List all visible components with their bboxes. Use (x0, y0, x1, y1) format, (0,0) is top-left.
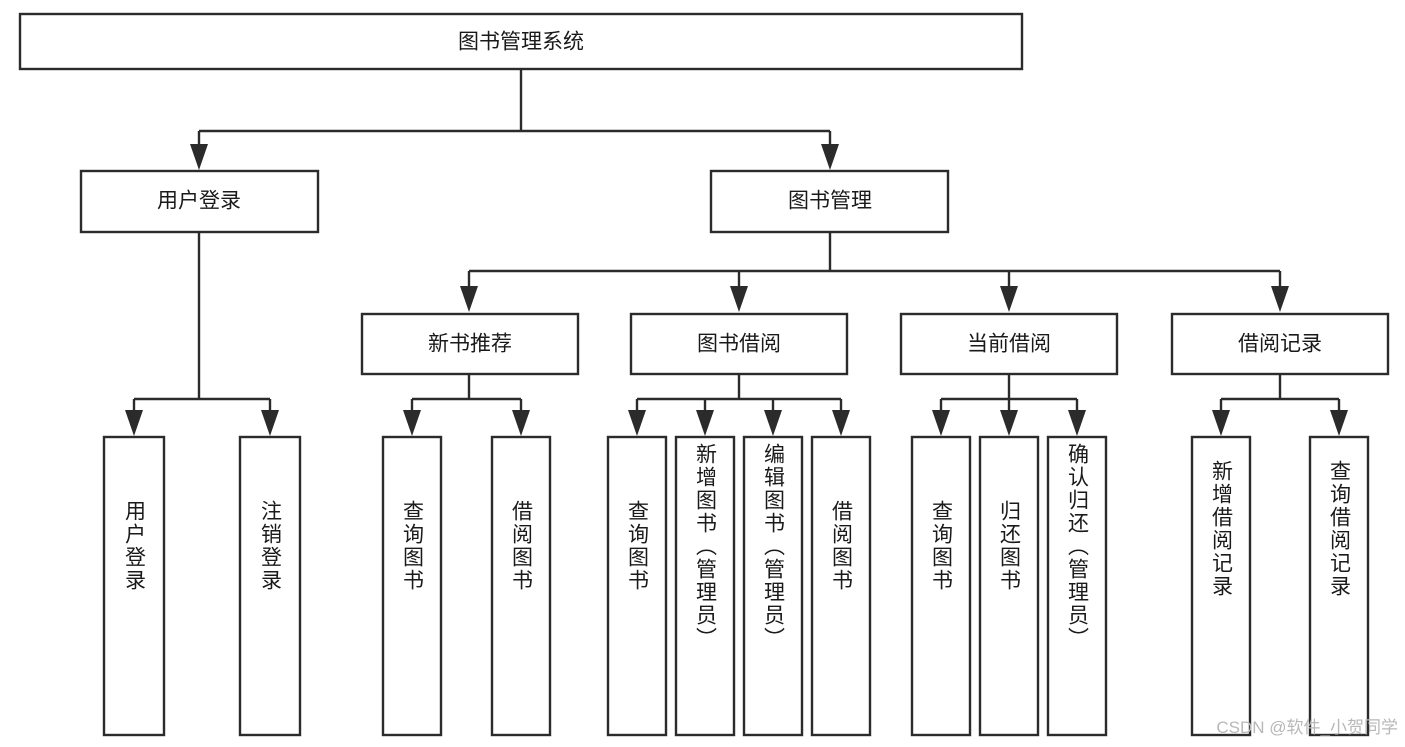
arrowhead-leaf-return-book (1000, 410, 1018, 436)
node-book-borrow-box[interactable] (629, 312, 849, 376)
leaf-query-book-1[interactable]: 查询图书 (381, 435, 443, 737)
arrowhead-leaf-query-borrow-record (1330, 410, 1348, 436)
leaf-add-book-admin[interactable]: 新增图书（管理员） (674, 435, 736, 737)
arrowhead-leaf-logout-login (261, 410, 279, 436)
connector-bookmgmt-trunk (467, 232, 1282, 288)
leaf-borrow-book-2-box[interactable] (810, 435, 872, 737)
node-borrow-record-label: 借阅记录 (1238, 333, 1322, 356)
node-book-borrow-label: 图书借阅 (697, 333, 781, 356)
leaf-confirm-return-admin[interactable]: 确认归还（管理员） (1046, 435, 1108, 737)
arrowhead-leaf-query-book-3 (932, 410, 950, 436)
connector-root-trunk (197, 69, 832, 150)
leaf-return-book[interactable]: 归还图书 (978, 435, 1040, 737)
leaf-query-book-1-label: 查询图书 (401, 500, 425, 592)
leaf-user-login-label: 用户登录 (123, 500, 147, 592)
leaf-user-login[interactable]: 用户登录 (102, 435, 166, 737)
leaf-add-borrow-record[interactable]: 新增借阅记录 (1190, 435, 1252, 737)
connector-newbook-trunk (410, 374, 523, 414)
arrowhead-to-current-borrow (1000, 286, 1018, 312)
arrowhead-to-book-management (821, 144, 839, 170)
arrowhead-leaf-edit-book-admin (764, 410, 782, 436)
leaf-return-book-label: 归还图书 (998, 500, 1022, 592)
arrowhead-to-new-book-recommend (460, 286, 478, 312)
arrowhead-to-book-borrow (730, 286, 748, 312)
leaf-borrow-book-1-label: 借阅图书 (510, 500, 534, 592)
arrowhead-leaf-add-borrow-record (1212, 410, 1230, 436)
arrowhead-leaf-query-book-2 (628, 410, 646, 436)
node-user-login-box[interactable] (79, 169, 320, 234)
arrowhead-leaf-query-book-1 (403, 410, 421, 436)
root-node-box[interactable] (18, 12, 1024, 71)
connector-currentborrow-trunk (939, 374, 1079, 414)
node-user-login[interactable]: 用户登录 (79, 169, 320, 234)
arrowhead-leaf-confirm-return-admin (1068, 410, 1086, 436)
node-user-login-label: 用户登录 (157, 190, 241, 213)
leaf-query-book-3-box[interactable] (910, 435, 972, 737)
leaf-borrow-book-1[interactable]: 借阅图书 (490, 435, 552, 737)
root-node-label: 图书管理系统 (458, 31, 584, 54)
node-current-borrow[interactable]: 当前借阅 (899, 312, 1119, 376)
leaf-edit-book-admin[interactable]: 编辑图书（管理员） (742, 435, 804, 737)
leaf-edit-book-admin-box[interactable] (742, 435, 804, 737)
watermark-label: CSDN @软件_小贺同学 (1216, 718, 1398, 737)
leaf-query-book-2-box[interactable] (606, 435, 668, 737)
node-borrow-record-box[interactable] (1170, 312, 1390, 376)
node-new-book-recommend-box[interactable] (360, 312, 580, 376)
node-current-borrow-box[interactable] (899, 312, 1119, 376)
arrowhead-leaf-add-book-admin (696, 410, 714, 436)
leaf-query-book-2[interactable]: 查询图书 (606, 435, 668, 737)
leaf-query-borrow-record-box[interactable] (1308, 435, 1370, 737)
node-book-borrow[interactable]: 图书借阅 (629, 312, 849, 376)
node-book-management-label: 图书管理 (788, 190, 872, 213)
leaf-edit-book-admin-label: 编辑图书（管理员） (762, 443, 786, 650)
leaf-logout-login-label: 注销登录 (259, 500, 283, 592)
arrowhead-leaf-borrow-book-2 (832, 410, 850, 436)
connector-borrowrecord-trunk (1219, 374, 1341, 414)
leaf-add-book-admin-box[interactable] (674, 435, 736, 737)
node-current-borrow-label: 当前借阅 (967, 333, 1051, 356)
arrowhead-to-user-login (190, 144, 208, 170)
leaf-return-book-box[interactable] (978, 435, 1040, 737)
leaf-borrow-book-1-box[interactable] (490, 435, 552, 737)
leaf-add-borrow-record-label: 新增借阅记录 (1210, 460, 1234, 598)
leaf-confirm-return-admin-label: 确认归还（管理员） (1066, 443, 1090, 650)
leaf-add-book-admin-label: 新增图书（管理员） (694, 443, 718, 650)
leaf-query-borrow-record[interactable]: 查询借阅记录 (1308, 435, 1370, 737)
leaf-query-book-1-box[interactable] (381, 435, 443, 737)
node-new-book-recommend[interactable]: 新书推荐 (360, 312, 580, 376)
leaf-query-book-3-label: 查询图书 (930, 500, 954, 592)
connector-bookborrow-trunk (635, 374, 843, 414)
leaf-user-login-box[interactable] (102, 435, 166, 737)
arrowhead-to-borrow-record (1271, 286, 1289, 312)
root-node[interactable]: 图书管理系统 (18, 12, 1024, 71)
leaf-query-borrow-record-label: 查询借阅记录 (1328, 460, 1352, 598)
leaf-query-book-3[interactable]: 查询图书 (910, 435, 972, 737)
arrowhead-leaf-borrow-book-1 (512, 410, 530, 436)
leaf-logout-login-box[interactable] (238, 435, 302, 737)
leaf-logout-login[interactable]: 注销登录 (238, 435, 302, 737)
leaf-query-book-2-label: 查询图书 (626, 500, 650, 592)
leaf-borrow-book-2[interactable]: 借阅图书 (810, 435, 872, 737)
node-borrow-record[interactable]: 借阅记录 (1170, 312, 1390, 376)
arrowhead-leaf-user-login (125, 410, 143, 436)
connector-userlogin-trunk (132, 232, 272, 414)
node-new-book-recommend-label: 新书推荐 (428, 333, 512, 356)
leaf-confirm-return-admin-box[interactable] (1046, 435, 1108, 737)
node-book-management-box[interactable] (709, 169, 950, 234)
connector-layer (125, 69, 1348, 436)
leaf-add-borrow-record-box[interactable] (1190, 435, 1252, 737)
leaf-borrow-book-2-label: 借阅图书 (830, 500, 854, 592)
node-book-management[interactable]: 图书管理 (709, 169, 950, 234)
